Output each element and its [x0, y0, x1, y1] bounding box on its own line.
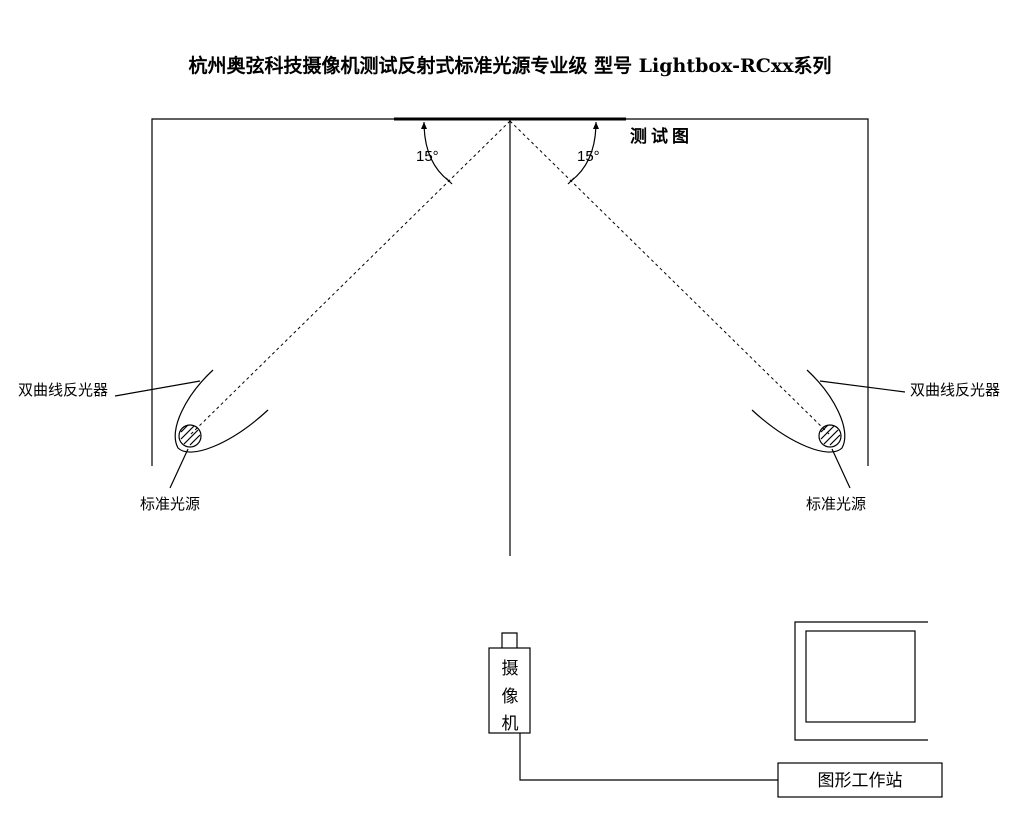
left-light-source [178, 424, 202, 448]
right-light-source [818, 424, 842, 448]
left-source-label: 标准光源 [140, 495, 200, 513]
reflector-icon [174, 369, 269, 453]
left-reflector-leader [114, 380, 201, 397]
right-angle-marker [567, 121, 599, 185]
light-source-icon [818, 424, 842, 448]
left-angle-marker [421, 121, 453, 185]
workstation: 图形工作站 [777, 762, 943, 798]
left-source-leader [169, 448, 189, 489]
camera-icon [501, 632, 518, 648]
camera-char-1: 摄 [502, 659, 519, 679]
right-reflector-leader [819, 380, 906, 393]
camera: 摄 像 机 [488, 632, 531, 734]
left-light-ray [189, 120, 511, 436]
camera-char-3: 机 [502, 714, 519, 734]
reflector-icon [751, 369, 846, 453]
diagram-title: 杭州奥弦科技摄像机测试反射式标准光源专业级 型号 Lightbox-RCxx系列 [188, 54, 831, 77]
left-reflector-label: 双曲线反光器 [18, 381, 108, 399]
light-source-icon [178, 424, 202, 448]
left-angle-label: 15° [416, 148, 439, 165]
right-light-ray [509, 120, 831, 436]
camera-char-2: 像 [502, 687, 519, 707]
test-chart-label: 测试图 [630, 126, 693, 147]
left-reflector [174, 369, 269, 453]
monitor [794, 621, 928, 741]
camera-cable [519, 733, 778, 781]
right-reflector-label: 双曲线反光器 [910, 381, 1000, 399]
right-reflector [751, 369, 846, 453]
right-source-leader [831, 448, 851, 489]
right-source-label: 标准光源 [806, 495, 866, 513]
right-angle-label: 15° [577, 148, 600, 165]
workstation-label: 图形工作站 [818, 771, 903, 791]
monitor-icon [794, 621, 928, 741]
